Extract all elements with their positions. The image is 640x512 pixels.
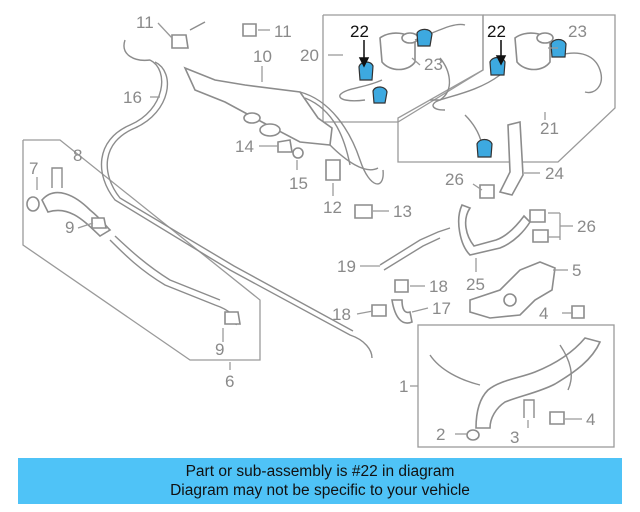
tube-16 [100,59,373,359]
box-group-21 [397,14,616,163]
tube-21-a [559,52,602,94]
label-19: 19 [337,257,356,276]
part-10-body [183,66,333,146]
tube-10-a [299,91,384,185]
part-10-port [259,123,281,137]
label-24: 24 [545,164,564,183]
label-16: 16 [123,88,142,107]
part-14-fitting [277,139,293,153]
info-banner: Part or sub-assembly is #22 in diagram D… [18,458,622,504]
part-12-clamp [325,159,341,181]
part-22-clamp-2 [358,61,374,81]
label-4-top: 4 [539,304,548,323]
part-15-oring [292,147,304,159]
part-9-clamp-bottom [224,311,241,325]
part-8-bracket [51,167,63,188]
part-22-clamp-3 [372,86,388,104]
banner-line-1: Part or sub-assembly is #22 in diagram [185,463,455,480]
part-3-bracket [523,399,535,418]
label-14: 14 [235,137,254,156]
part-23-cap-right [536,32,554,44]
part-6-hose [41,191,112,237]
banner-line-2: Diagram may not be specific to your vehi… [170,482,470,499]
part-4-clip-bottom [549,411,565,425]
label-23-left: 23 [424,55,443,74]
label-22-left: 22 [350,22,369,41]
part-11-clip-left [171,34,189,49]
label-20: 20 [300,46,319,65]
leader-lines [36,22,582,435]
part-7-oring [26,196,40,212]
part-19-line-b [383,237,441,271]
label-22-right: 22 [487,22,506,41]
part-2-oring [466,429,480,441]
part-1-branch-b [559,344,572,391]
label-9-top: 9 [65,218,74,237]
parts-diagram: 11 11 10 16 14 15 12 13 7 8 9 9 6 20 22 … [22,13,616,448]
part-26-clamp-c [532,229,549,243]
label-12: 12 [323,198,342,217]
part-18-clamp-left [371,304,387,317]
part-26-clamp-a [479,184,495,199]
tube-10-c [329,144,379,171]
label-10: 10 [253,47,272,66]
label-13: 13 [393,202,412,221]
label-5: 5 [572,261,581,280]
part-19-line [379,227,451,266]
part-11-clip-right [242,23,257,37]
label-4-bottom: 4 [586,410,595,429]
label-1: 1 [399,377,408,396]
label-6: 6 [225,372,234,391]
label-18-right: 18 [429,277,448,296]
label-25: 25 [466,275,485,294]
box-group-6 [22,139,261,361]
part-13-clip [354,204,373,219]
label-7: 7 [29,159,38,178]
label-8: 8 [73,146,82,165]
tube-11-top [123,39,151,62]
label-26-right: 26 [577,217,596,236]
label-11-right: 11 [274,22,292,41]
part-6-line [109,239,237,326]
part-17-hose [391,299,413,324]
part-5-port [503,293,517,307]
part-23-cap-left [401,32,419,44]
part-9-clamp-top [91,217,107,229]
callout-22-arrows [358,40,507,68]
tube-21-b [432,74,501,111]
part-1-hose [475,337,602,429]
tube-16-b [106,61,354,332]
label-3: 3 [510,428,519,447]
label-26-top: 26 [445,170,464,189]
part-22-clamp-4 [550,38,567,58]
part-10-port-b [243,112,261,124]
label-21: 21 [540,119,559,138]
label-11-left: 11 [136,13,154,32]
part-4-clip-top [571,305,585,319]
part-1-branch [429,354,481,386]
label-18-left: 18 [332,305,351,324]
tube-20-b [339,79,383,102]
part-22-clamp-6 [476,138,493,158]
label-15: 15 [289,174,308,193]
part-18-clamp-right [394,279,409,293]
label-9-bottom: 9 [215,340,224,359]
part-25-hose [458,203,532,256]
tube-11-top-b [189,21,206,31]
label-17: 17 [432,299,451,318]
part-5-housing [469,261,556,319]
part-22-clamp-1 [416,28,433,47]
label-23-right: 23 [568,22,587,41]
tube-10-b [304,97,351,166]
part-24-pipe [498,120,524,196]
label-2: 2 [436,425,445,444]
part-6-line-b [114,235,221,301]
part-26-clamp-b [529,209,546,223]
